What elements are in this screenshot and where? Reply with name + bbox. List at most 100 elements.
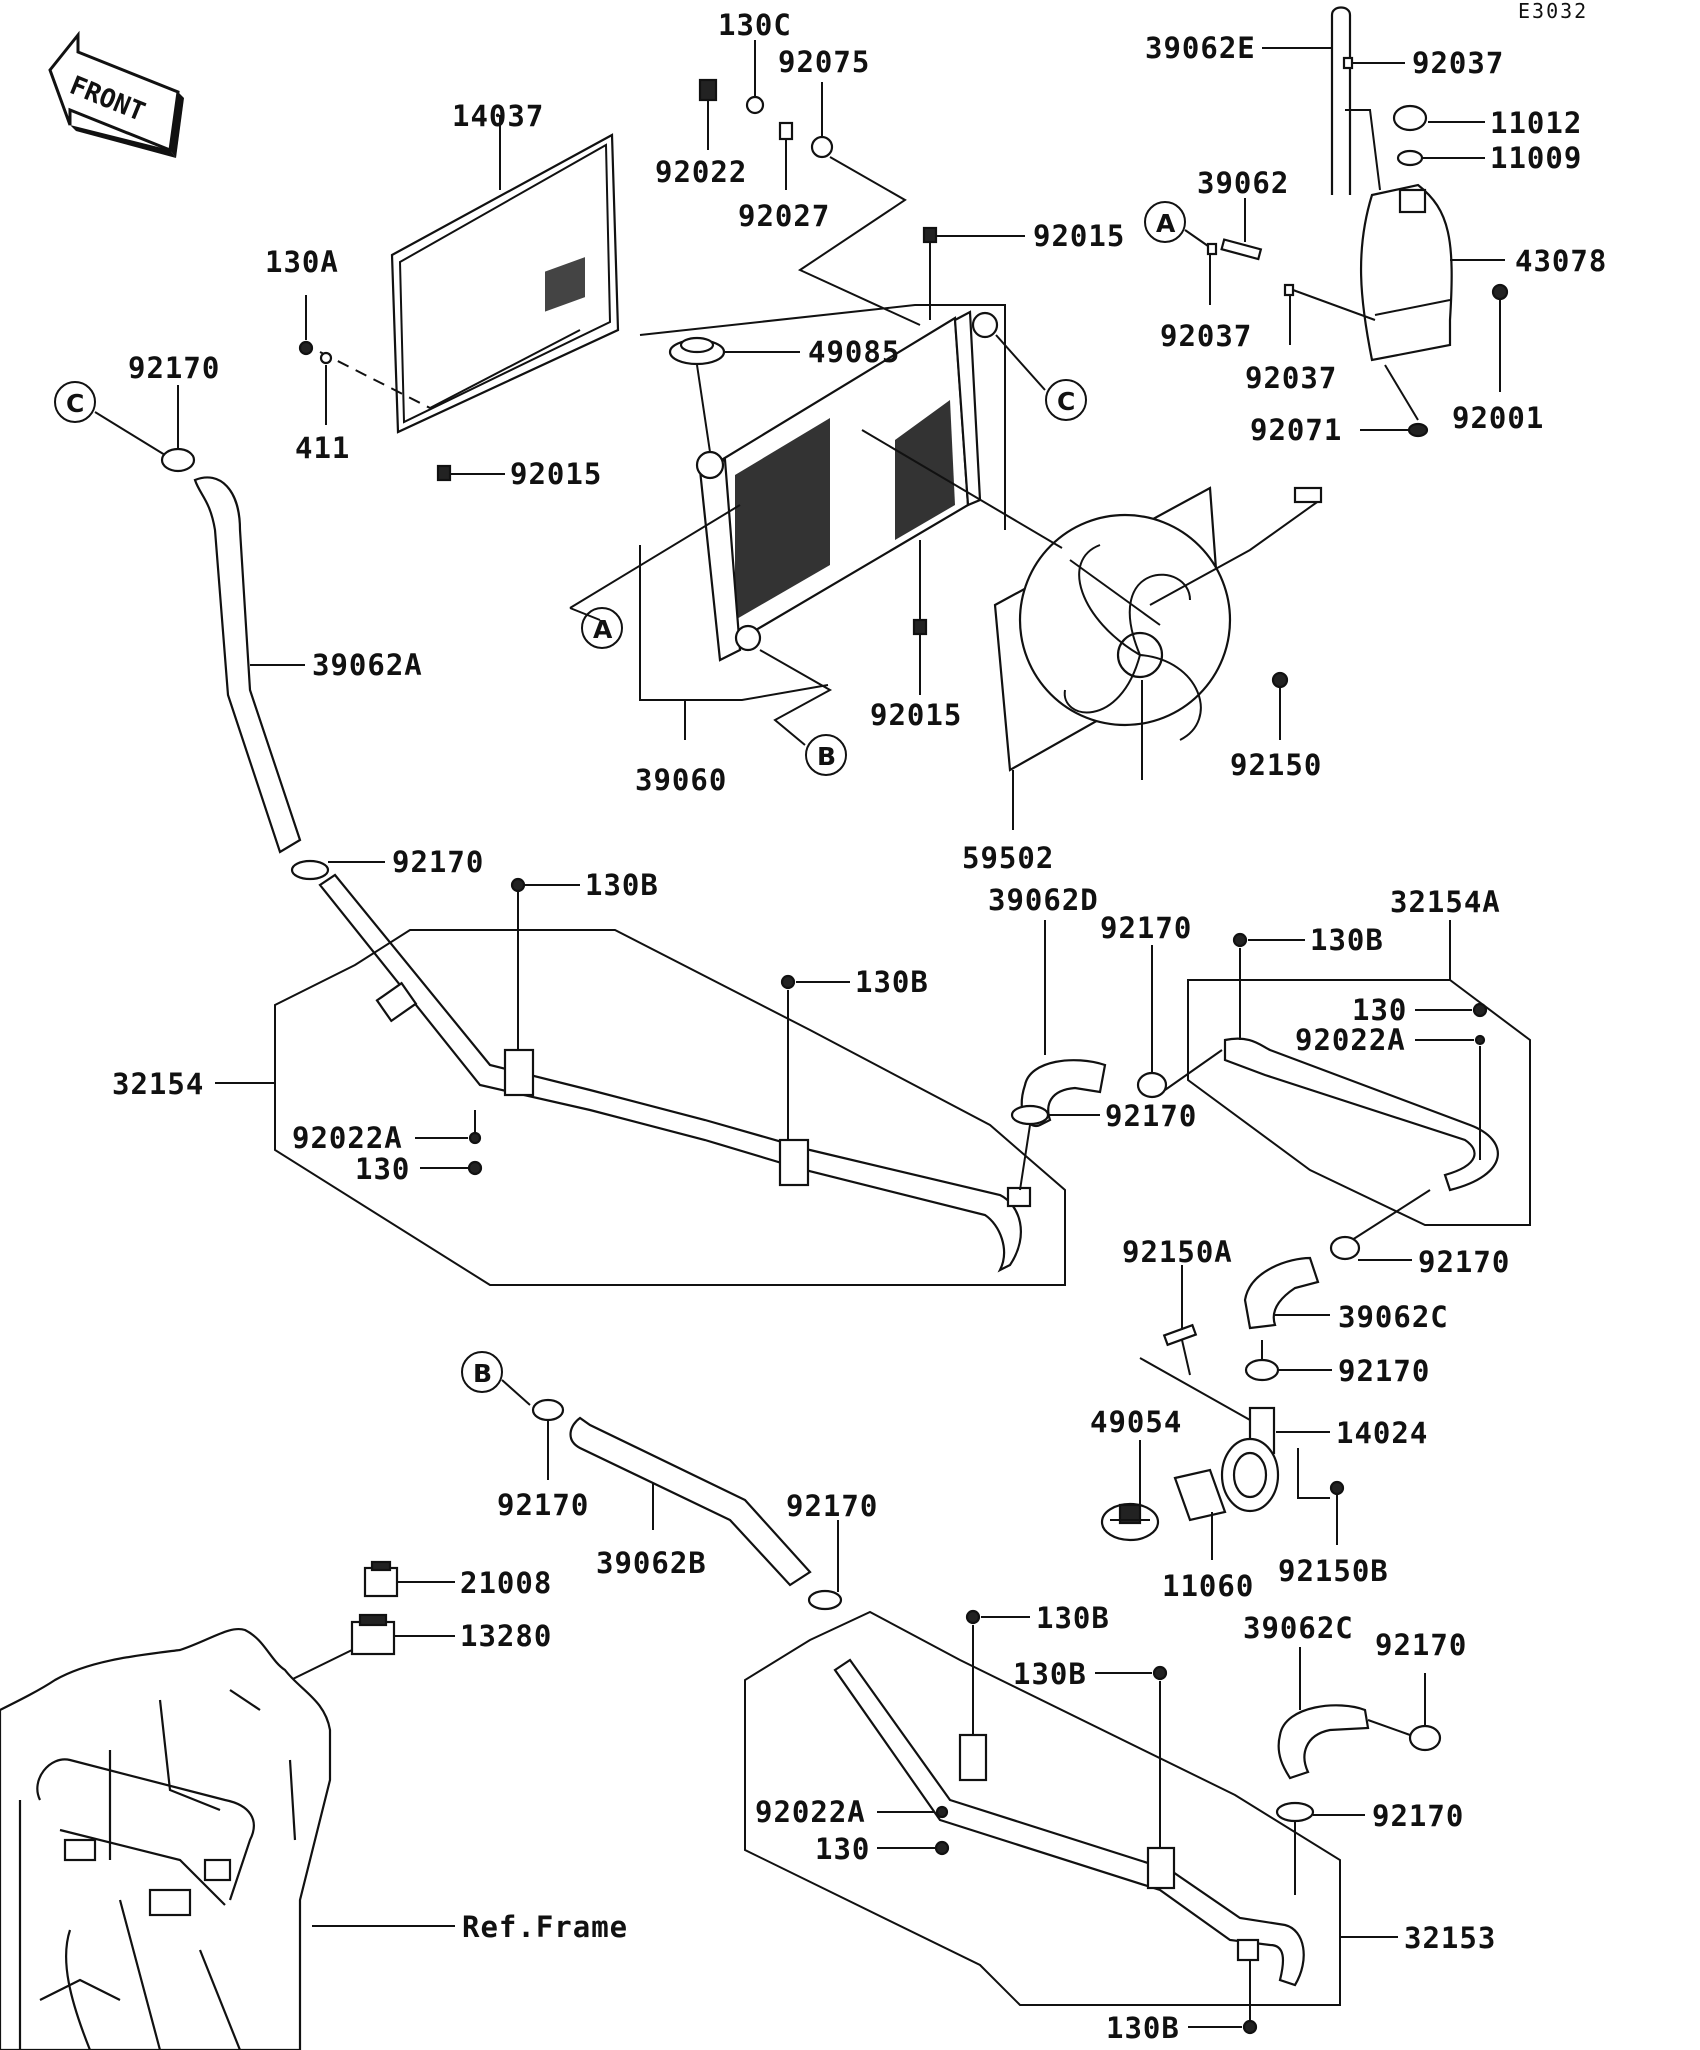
- label-130c: 130C: [718, 8, 792, 42]
- radiator-part[interactable]: [695, 310, 999, 662]
- hose-39062b-part[interactable]: [569, 1416, 812, 1587]
- bolt-130a-part[interactable]: [298, 295, 333, 425]
- bolt-92150-part[interactable]: [1271, 671, 1289, 689]
- clip-92037-top-part[interactable]: [1342, 56, 1354, 70]
- bolt-130b-3-part[interactable]: [1232, 932, 1248, 948]
- leader-top-hardware: [797, 156, 921, 326]
- label-130a: 130A: [265, 245, 339, 279]
- front-arrow-icon: FRONT: [48, 30, 184, 158]
- bolt-130b-5-part[interactable]: [1152, 1665, 1168, 1681]
- clamp-92170-e-part[interactable]: [1329, 1235, 1361, 1261]
- label-11009: 11009: [1490, 141, 1582, 175]
- bolt-92150a-part[interactable]: [1162, 1323, 1198, 1347]
- label-32153: 32153: [1404, 1921, 1496, 1955]
- pipe-32154-part[interactable]: [318, 873, 1022, 1273]
- clamp-92170-a2-part[interactable]: [290, 859, 330, 881]
- thermostat-49054-part[interactable]: [1100, 1502, 1160, 1542]
- label-130b-1: 130B: [585, 868, 659, 902]
- hose-39062a-part[interactable]: [193, 476, 302, 854]
- label-130-3: 130: [815, 1832, 870, 1866]
- relay-holder-13280-part[interactable]: [350, 1613, 396, 1656]
- bolt-92150b-part[interactable]: [1329, 1480, 1345, 1496]
- grommet-92071-part[interactable]: [1407, 422, 1429, 438]
- clamp-92170-d1-part[interactable]: [1136, 1071, 1168, 1099]
- washer-92022a-1-part[interactable]: [468, 1131, 482, 1145]
- callout-c-radiator: [1045, 379, 1087, 421]
- clamp-92170-b1-part[interactable]: [531, 1398, 565, 1422]
- label-11012: 11012: [1490, 106, 1582, 140]
- label-92150: 92150: [1230, 748, 1322, 782]
- hose-39062-part[interactable]: [1220, 238, 1263, 261]
- hose-39062c-2-part[interactable]: [1277, 1704, 1370, 1780]
- label-92022-top: 92022: [655, 155, 747, 189]
- thermostat-housing-14024-part[interactable]: [1220, 1406, 1280, 1513]
- label-92170-h: 92170: [1372, 1799, 1464, 1833]
- label-14024: 14024: [1336, 1416, 1428, 1450]
- label-130b-2: 130B: [855, 965, 929, 999]
- label-92170-d1: 92170: [1100, 911, 1192, 945]
- bracket-39060: [639, 545, 829, 701]
- label-92071: 92071: [1250, 413, 1342, 447]
- label-92170-b2: 92170: [786, 1489, 878, 1523]
- pipe-32153-part[interactable]: [833, 1658, 1305, 1987]
- cooling-fan-59502-part[interactable]: [993, 486, 1323, 780]
- bracket-32154a: [1187, 979, 1531, 1226]
- hose-39062c-1-part[interactable]: [1243, 1256, 1320, 1330]
- clamp-92170-g-part[interactable]: [1408, 1724, 1442, 1752]
- label-92170-b1: 92170: [497, 1488, 589, 1522]
- label-92170-c: 92170: [128, 351, 220, 385]
- reservoir-tank-43078-part[interactable]: [1359, 183, 1453, 362]
- label-92150a: 92150A: [1122, 1235, 1233, 1269]
- clamp-92170-d2-part[interactable]: [1010, 1104, 1050, 1126]
- bolt-92001-part[interactable]: [1491, 283, 1509, 301]
- relay-21008-part[interactable]: [363, 1560, 399, 1598]
- label-92027: 92027: [738, 199, 830, 233]
- cap-11012-part[interactable]: [1392, 104, 1428, 132]
- label-49085: 49085: [808, 335, 900, 369]
- clip-92037-r-part[interactable]: [1283, 283, 1295, 297]
- bolt-130b-1-part[interactable]: [510, 877, 526, 893]
- clamp-92170-h-part[interactable]: [1275, 1801, 1315, 1823]
- clamp-92170-c-part[interactable]: [160, 447, 196, 473]
- gasket-11009-part[interactable]: [1396, 149, 1424, 167]
- label-39062c-2: 39062C: [1243, 1611, 1354, 1645]
- clip-92015-mid-part[interactable]: [912, 618, 928, 636]
- washer-92022a-2-part[interactable]: [1474, 1034, 1486, 1046]
- clamp-92170-b2-part[interactable]: [807, 1589, 843, 1611]
- gasket-11060-part[interactable]: [1173, 1468, 1227, 1522]
- radiator-screen-part[interactable]: [319, 133, 620, 434]
- bolt-130-3-part[interactable]: [934, 1840, 950, 1856]
- washer-130c-part[interactable]: [745, 95, 765, 115]
- label-92037-r: 92037: [1245, 361, 1337, 395]
- label-32154a: 32154A: [1390, 885, 1501, 919]
- collar-92027-part[interactable]: [778, 121, 794, 141]
- bolt-130-1-part[interactable]: [467, 1160, 483, 1176]
- label-130b-5: 130B: [1013, 1657, 1087, 1691]
- vehicle-frame-part[interactable]: [0, 1627, 332, 2050]
- bolt-92022-part[interactable]: [698, 78, 718, 150]
- svg-text:B: B: [473, 1359, 492, 1388]
- clip-92037-l-part[interactable]: [1206, 242, 1218, 256]
- bolt-130b-4-part[interactable]: [965, 1609, 981, 1625]
- label-92170-f: 92170: [1338, 1354, 1430, 1388]
- pipe-32154a-part[interactable]: [1223, 1037, 1499, 1192]
- clip-92015-left-part[interactable]: [436, 464, 452, 482]
- bolt-130-2-part[interactable]: [1472, 1002, 1488, 1018]
- grommet-92075-part[interactable]: [810, 135, 834, 159]
- diagram-code: E3032: [1518, 0, 1588, 23]
- label-14037: 14037: [452, 99, 544, 133]
- bolt-130b-6-part[interactable]: [1242, 2019, 1258, 2035]
- label-130b-6: 130B: [1106, 2011, 1180, 2045]
- label-21008: 21008: [460, 1566, 552, 1600]
- radiator-cap-49085-part[interactable]: [668, 336, 726, 366]
- washer-92022a-3-part[interactable]: [935, 1805, 949, 1819]
- bolt-130b-2-part[interactable]: [780, 974, 796, 990]
- label-92022a-2: 92022A: [1295, 1023, 1406, 1057]
- clip-92015-top-part[interactable]: [922, 226, 938, 244]
- label-39062a: 39062A: [312, 648, 423, 682]
- breather-hose-39062e-part[interactable]: [1330, 6, 1352, 196]
- clamp-92170-f-part[interactable]: [1244, 1358, 1280, 1382]
- label-92150b: 92150B: [1278, 1554, 1389, 1588]
- bracket-39060-top: [639, 304, 1006, 530]
